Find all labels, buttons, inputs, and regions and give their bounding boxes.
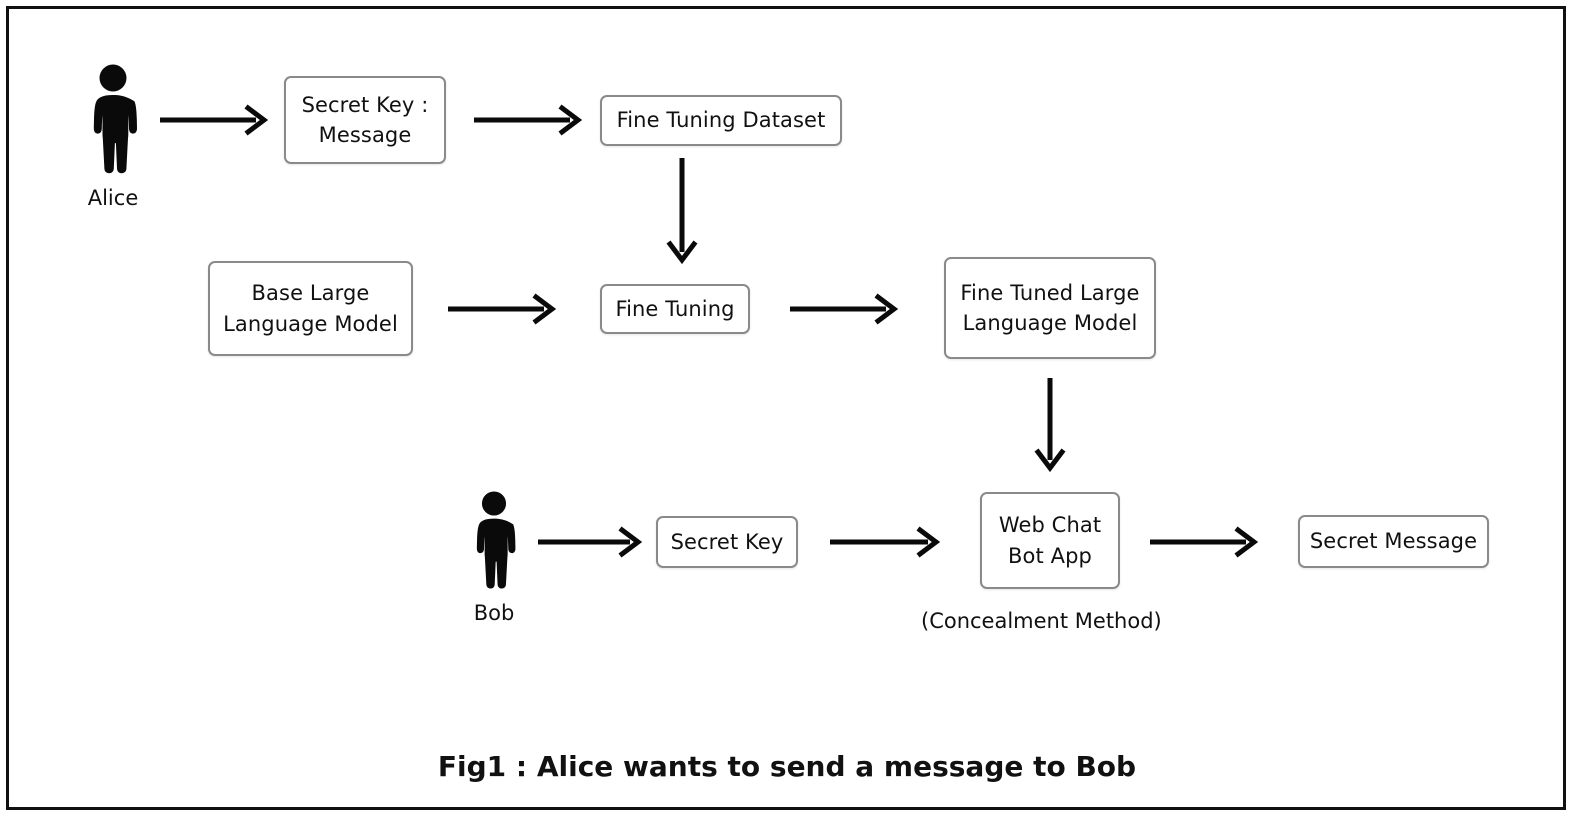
arrow-fine-tuning-to-fine-tuned-llm: [790, 293, 902, 325]
node-base-llm[interactable]: Base Large Language Model: [208, 261, 413, 356]
node-line-1: Secret Message: [1309, 529, 1478, 554]
person-icon: [466, 491, 522, 591]
node-line-1: Fine Tuning: [615, 296, 735, 321]
node-line-2: Bot App: [1008, 543, 1092, 568]
person-icon: [82, 64, 144, 176]
node-line-1: Fine Tuning Dataset: [616, 108, 826, 133]
node-line-1: Base Large: [251, 281, 370, 306]
arrow-bob-to-secret-key: [538, 526, 646, 558]
node-secret-key-message[interactable]: Secret Key : Message: [284, 76, 446, 164]
annotation-concealment-method: (Concealment Method): [921, 609, 1162, 633]
node-line-1: Web Chat: [998, 513, 1102, 538]
node-line-1: Fine Tuned Large: [960, 280, 1140, 305]
arrow-secret-key-message-to-dataset: [474, 104, 586, 136]
arrow-web-chat-bot-app-to-secret-message: [1150, 526, 1262, 558]
node-secret-message[interactable]: Secret Message: [1298, 515, 1489, 568]
actor-label-bob: Bob: [473, 601, 515, 625]
actor-alice: Alice: [82, 64, 144, 210]
arrow-secret-key-to-web-chat-bot-app: [830, 526, 946, 558]
node-web-chat-bot-app[interactable]: Web Chat Bot App: [980, 492, 1120, 589]
arrow-alice-to-secret-key-message: [160, 104, 272, 136]
figure-caption: Fig1 : Alice wants to send a message to …: [437, 750, 1137, 783]
node-secret-key[interactable]: Secret Key: [656, 516, 798, 568]
arrow-base-llm-to-fine-tuning: [448, 293, 560, 325]
node-line-1: Secret Key :: [301, 92, 429, 117]
actor-label-alice: Alice: [87, 186, 139, 210]
node-line-2: Language Model: [223, 311, 398, 336]
actor-bob: Bob: [466, 491, 522, 625]
node-line-2: Message: [318, 123, 412, 147]
arrow-dataset-to-fine-tuning: [666, 158, 698, 268]
node-line-1: Secret Key: [670, 529, 784, 554]
node-fine-tuning-dataset[interactable]: Fine Tuning Dataset: [600, 95, 842, 146]
node-fine-tuned-llm[interactable]: Fine Tuned Large Language Model: [944, 257, 1156, 359]
arrow-fine-tuned-llm-to-web-chat-bot-app: [1034, 378, 1066, 476]
node-fine-tuning[interactable]: Fine Tuning: [600, 284, 750, 334]
node-line-2: Language Model: [962, 311, 1138, 335]
